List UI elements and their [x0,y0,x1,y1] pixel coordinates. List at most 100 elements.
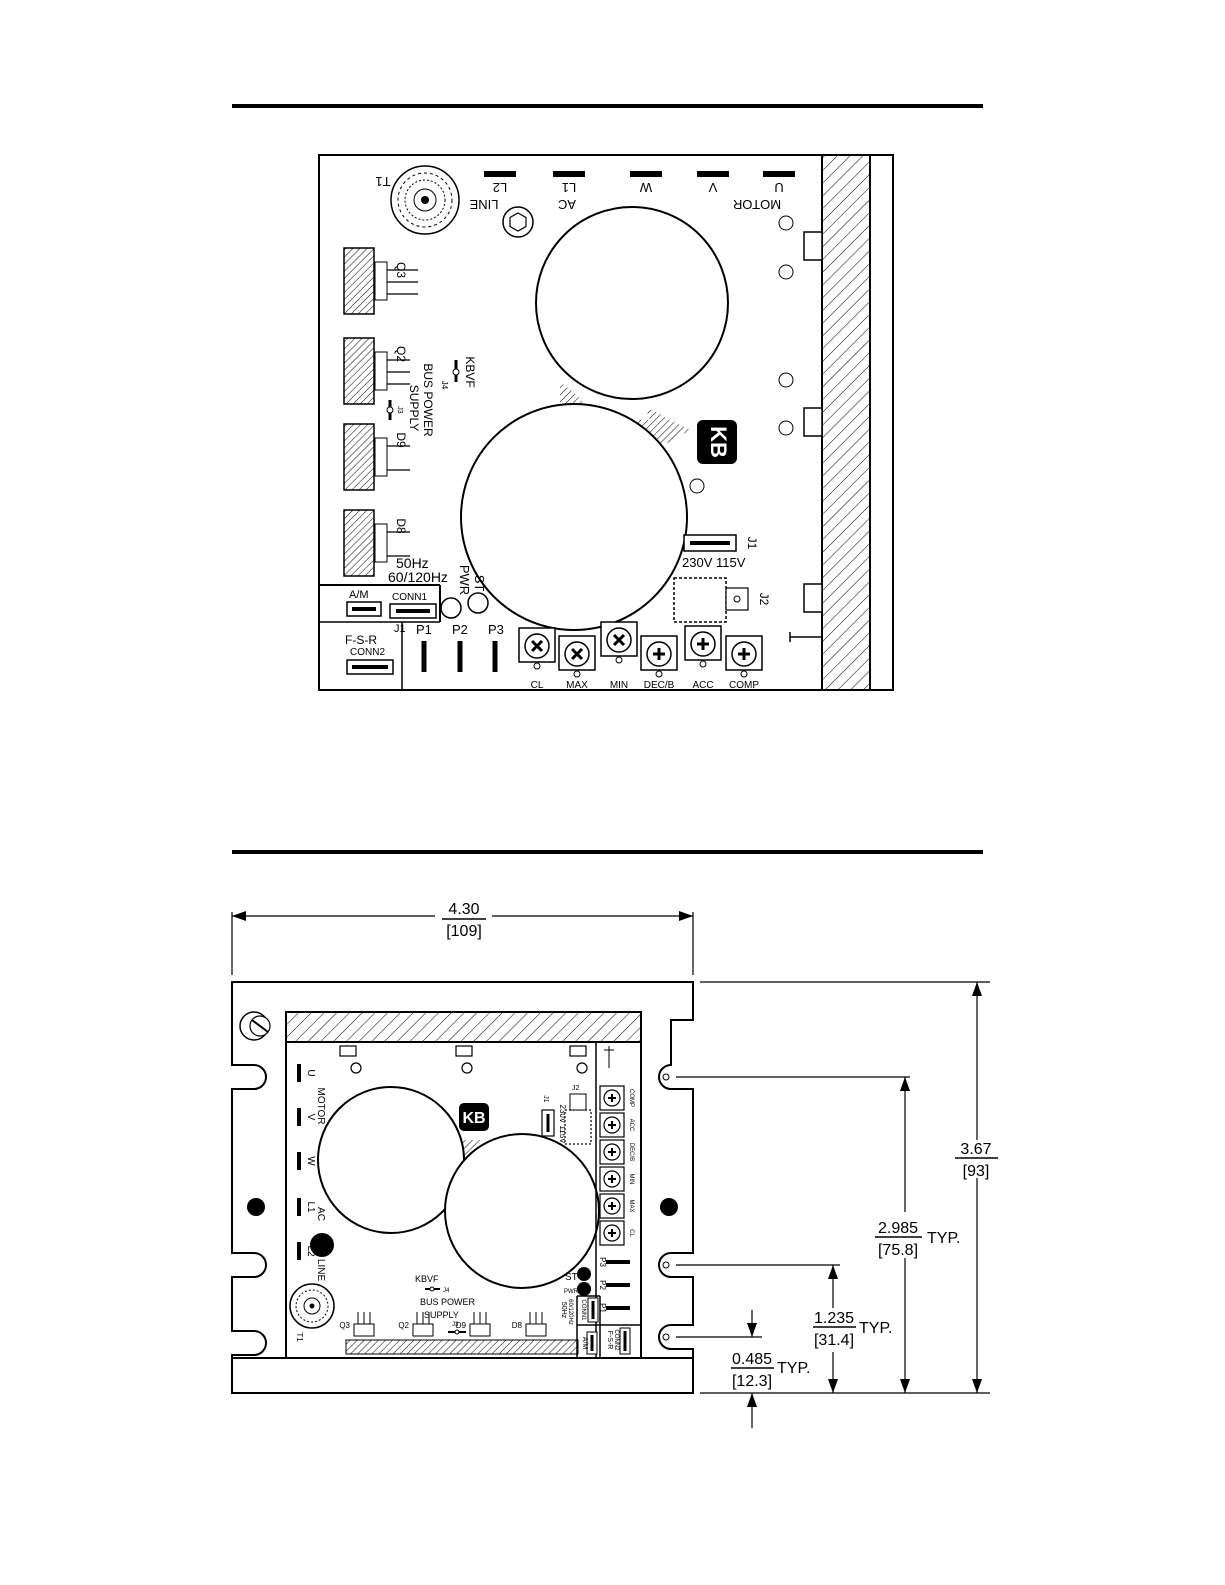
b-terminal-U: U [305,1069,316,1076]
b-volt-label: 230V 115V [558,1105,567,1145]
pot-min[interactable]: MIN [600,621,638,691]
am-label: A/M [349,589,369,601]
b-semis: Q3 Q2 D9 D8 [339,1312,547,1337]
b-freq2-label: 60/120Hz [567,1299,573,1325]
pot-comp[interactable]: COMP [725,635,763,691]
conn1-label: CONN1 [392,592,427,603]
b-motor-label: MOTOR [315,1087,326,1124]
b-toroid [289,1283,335,1329]
top-terminal-labels: L2 L1 W V U LINE AC MOTOR [469,180,783,212]
b-semi-label-0: Q3 [339,1321,350,1330]
pot-max[interactable]: MAX [558,635,596,691]
top-terminal-bars [484,171,795,177]
b-bus-label: BUS POWER [420,1297,476,1307]
supply-label: SUPPLY [407,385,421,431]
st-label: ST [472,575,487,592]
bus-power-label: BUS POWER [421,363,435,437]
j4-label: J4 [440,381,449,390]
top-heatsink [821,154,871,691]
fsr-label: F-S-R [345,633,377,647]
heatsink-clips [803,231,823,613]
b-terminal-L1: L1 [305,1201,316,1213]
b-pot-label-4: MAX [628,1199,634,1212]
b-kb-logo: KB [462,1110,485,1127]
dim-0485-typ: TYP. [777,1360,811,1377]
t1-label: T1 [375,174,390,189]
bottom-heatsink-bar [285,1011,642,1043]
dim-width-in: 4.30 [448,901,479,918]
b-pot-cl[interactable]: CL [599,1220,634,1246]
b-supply-label: SUPPLY [424,1310,459,1320]
b-fsr-label: F-S-R [606,1331,613,1350]
j1-label: J1 [745,537,759,550]
b-semi-label-2: D9 [456,1321,467,1330]
dim-width-mm: [109] [446,923,482,940]
b-semi-label-3: D8 [512,1321,523,1330]
b-pot-label-0: COMP [628,1089,634,1107]
pot-label-dec-b: DEC/B [644,680,675,691]
kb-logo-text: KB [706,426,731,458]
b-pot-max[interactable]: MAX [599,1193,634,1219]
b-capacitor-left [317,1086,465,1234]
b-pin-p2: P2 [598,1280,607,1290]
b-freq-label: 50Hz [560,1302,567,1319]
j2-connector [673,577,727,623]
dim-height-in: 3.67 [960,1141,991,1158]
mount-left [247,1198,265,1216]
b-j1-label: J1 [542,1095,549,1103]
st-led [467,592,489,614]
b-terminal-V: V [305,1114,316,1121]
jumper-j3 [386,400,394,420]
pot-cl[interactable]: CL [518,627,556,691]
b-pot-comp[interactable]: COMP [599,1085,634,1111]
b-pot-label-5: CL [628,1229,634,1237]
b-pwr-led [577,1282,591,1296]
b-pot-acc[interactable]: ACC [599,1112,634,1138]
b-line-label: LINE [315,1259,326,1282]
b-capacitor-right [444,1133,600,1289]
ac-label: AC [558,197,576,212]
jumper-j4 [452,360,460,382]
dimensions [231,911,998,1428]
kb-logo: KB [697,420,737,464]
j3-label: J3 [396,406,403,414]
b-semi-d9: D9 [456,1312,491,1337]
dim-1235-typ: TYP. [859,1320,893,1337]
d9-label: D9 [394,432,408,448]
b-conn2-label: CONN2 [613,1329,619,1351]
b-pin-p3: P3 [598,1257,607,1267]
d8-label: D8 [394,518,408,534]
b-st-led [577,1267,591,1281]
terminal-L1: L1 [562,180,576,195]
b-kbvf-label: KBVF [415,1274,439,1284]
b-ac-label: AC [315,1207,326,1221]
pwr-led [440,597,462,619]
b-semi-label-1: Q2 [398,1321,409,1330]
freq-60-120hz: 60/120Hz [388,569,448,585]
q3-label: Q3 [394,262,408,278]
pin-p2: P2 [452,622,468,637]
dim-0485-in: 0.485 [732,1351,772,1368]
pot-dec-b[interactable]: DEC/B [640,635,678,691]
dimension-labels: 4.30 [109] 3.67 [93] 2.985 [75.8] TYP. 1… [446,901,991,1390]
b-pot-dec-b[interactable]: DEC/B [599,1139,634,1165]
b-j3-label: J3 [452,1322,459,1328]
motor-label: MOTOR [733,197,781,212]
pot-acc[interactable]: ACC [684,625,722,691]
pot-label-acc: ACC [692,680,713,691]
bottom-terminal-labels: U V W L1 L2 MOTOR AC LINE [305,1069,326,1281]
b-pot-min[interactable]: MIN [599,1166,634,1192]
dim-2985-in: 2.985 [878,1220,918,1237]
j2-label: J2 [757,593,771,606]
terminal-L2: L2 [493,180,507,195]
pot-label-min: MIN [610,680,628,691]
dim-2985-mm: [75.8] [878,1242,918,1259]
b-pot-label-1: ACC [628,1119,634,1132]
top-view: L2 L1 W V U LINE AC MOTOR T1 [318,154,894,691]
dim-0485-mm: [12.3] [732,1373,772,1390]
terminal-W: W [639,180,652,195]
terminal-V: V [708,180,717,195]
